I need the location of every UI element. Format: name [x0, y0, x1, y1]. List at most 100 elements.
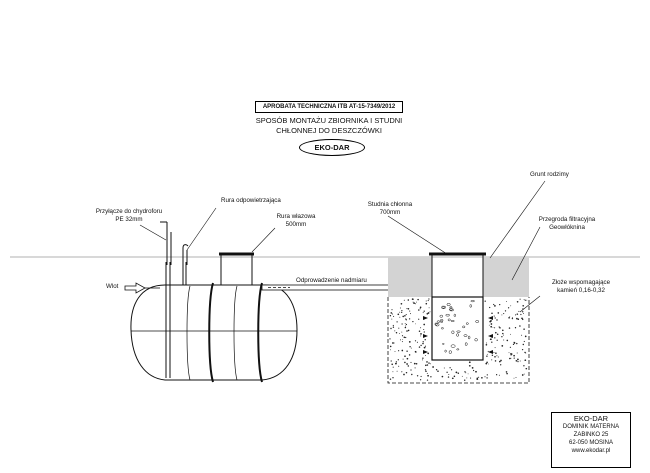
gravel-dot — [524, 335, 527, 338]
gravel-dot — [404, 325, 406, 327]
gravel-dot — [417, 298, 419, 301]
gravel-dot — [426, 361, 428, 363]
gravel-dot — [516, 300, 519, 303]
gravel-dot — [508, 352, 510, 354]
gravel-dot — [419, 379, 422, 381]
gravel-dot — [409, 346, 411, 348]
gravel-dot — [425, 302, 428, 305]
gravel-dot — [499, 360, 501, 363]
gravel-dot — [470, 377, 472, 379]
gravel-dot — [501, 336, 503, 338]
gravel-dot — [510, 352, 512, 355]
gravel-dot — [494, 337, 496, 339]
gravel-dot — [395, 332, 398, 334]
well-label-line-1: Studnia chłonna — [367, 201, 413, 208]
gravel-dot — [428, 298, 430, 300]
company-name: EKO-DAR — [573, 414, 609, 423]
well-label-line-2: 700mm — [379, 209, 401, 216]
gravel-dot — [418, 330, 421, 333]
gravel-dot — [499, 327, 501, 329]
gravel-dot — [408, 341, 411, 343]
gravel-dot — [390, 360, 392, 362]
gravel-dot — [513, 342, 516, 344]
gravel-dot — [449, 367, 451, 369]
well-stone — [441, 305, 445, 310]
gravel-dot — [392, 326, 395, 328]
gravel-dot — [488, 324, 490, 326]
gravel-dot — [415, 351, 417, 353]
gravel-dot — [420, 344, 422, 347]
gravel-dot — [390, 327, 392, 330]
gravel-dots — [389, 298, 528, 381]
gravel-dot — [396, 370, 398, 372]
gravel-dot — [526, 299, 528, 301]
gravel-dot — [522, 311, 524, 313]
gravel-dot — [393, 315, 395, 317]
gravel-dot — [414, 340, 417, 342]
gravel-dot — [407, 307, 410, 310]
gravel-dot — [427, 352, 430, 355]
well-stone — [440, 320, 443, 323]
gravel-dot — [521, 374, 524, 376]
well-stone — [451, 330, 455, 335]
gravel-dot — [448, 374, 450, 375]
gravel-dot — [406, 350, 408, 352]
gravel-dot — [450, 369, 453, 371]
well-stone — [448, 308, 453, 311]
well-stone — [447, 318, 451, 322]
gravel-dot — [494, 355, 496, 358]
gravel-dot — [394, 330, 396, 332]
gravel-dot — [401, 323, 403, 325]
gravel-dot — [508, 327, 511, 329]
gravel-dot — [509, 357, 511, 360]
gravel-dot — [525, 367, 528, 370]
well-stone — [465, 322, 469, 325]
gravel-dot — [402, 315, 405, 318]
gravel-dot — [517, 361, 519, 363]
gravel-dot — [401, 341, 403, 343]
overflow-label: Odprowadzenie nadmiaru — [296, 277, 367, 284]
well-stone — [442, 343, 445, 345]
gravel-dot — [513, 354, 515, 357]
well-stone — [446, 303, 451, 306]
water-pipe-label-line-1: Przyłącze do chydroforu — [95, 208, 163, 215]
gravel-dot — [392, 324, 394, 327]
gravel-dot — [428, 362, 430, 364]
gravel-dot — [475, 370, 477, 373]
leader-lines — [387, 180, 546, 313]
gravel-dot — [420, 375, 422, 378]
gravel-dot — [424, 355, 426, 357]
gravel-dot — [491, 359, 493, 361]
gravel-dot — [420, 333, 422, 335]
gravel-dot — [520, 313, 522, 316]
water-pipe-label-line-2: PE 32mm — [115, 216, 143, 223]
gravel-dot — [455, 371, 458, 374]
gravel-dot — [466, 377, 468, 379]
gravel-dot — [414, 367, 416, 369]
gravel-dot — [397, 359, 399, 361]
gravel-dot — [471, 367, 474, 369]
well-stone — [474, 338, 478, 342]
gravel-dot — [484, 300, 486, 302]
gravel-dot — [398, 365, 400, 367]
gravel-dot — [416, 341, 418, 343]
soil-band-right — [483, 257, 529, 297]
well-stone — [448, 350, 452, 354]
gravel-dot — [513, 357, 515, 359]
gravel-dot — [503, 339, 505, 341]
gravel-dot — [515, 359, 518, 362]
gravel-dot — [461, 375, 463, 377]
gravel-dot — [502, 329, 504, 332]
gravel-dot — [514, 327, 517, 329]
gravel-dot — [523, 373, 525, 375]
approval-box: APROBATA TECHNICZNA ITB AT-15-7349/2012 — [255, 101, 403, 113]
gravel-dot — [420, 335, 422, 337]
gravel-dot — [446, 371, 448, 373]
gravel-dot — [521, 318, 524, 321]
gravel-dot — [418, 309, 420, 311]
gravel-dot — [394, 350, 396, 352]
gravel-dot — [489, 320, 492, 323]
gravel-dot — [404, 361, 406, 364]
gravel-dot — [401, 335, 404, 337]
gravel-dot — [453, 375, 456, 378]
